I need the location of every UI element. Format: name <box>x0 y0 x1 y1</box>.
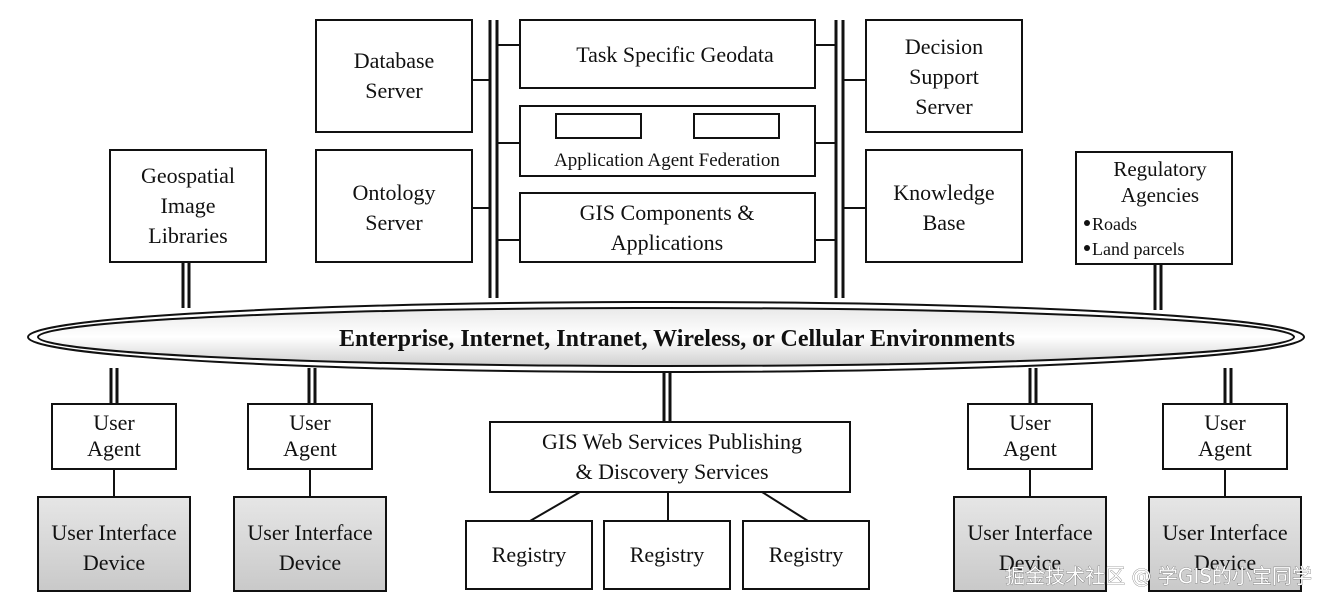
uid-label-1: User Interface <box>1162 520 1287 545</box>
decision-support-label-2: Support <box>909 64 979 89</box>
regulatory-label-1: Regulatory <box>1113 157 1207 181</box>
decision-support-label-1: Decision <box>905 34 983 59</box>
registry-label: Registry <box>630 542 705 567</box>
database-server-label-2: Server <box>365 78 423 103</box>
registry-connectors <box>529 491 809 522</box>
application-agent-federation-box: Application Agent Federation <box>519 105 816 177</box>
user-agent-box-4: User Agent <box>1162 403 1288 470</box>
application-agent-federation-label: Application Agent Federation <box>554 150 780 171</box>
user-agent-box-2: User Agent <box>247 403 373 470</box>
gis-components-label-2: Applications <box>611 230 723 255</box>
geospatial-label-1: Geospatial <box>141 163 235 188</box>
geospatial-label-3: Libraries <box>148 223 227 248</box>
decision-support-server-box: Decision Support Server <box>865 19 1023 133</box>
user-interface-device-box-3: User Interface Device <box>953 496 1107 592</box>
gis-web-services-label-1: GIS Web Services Publishing <box>542 429 802 454</box>
user-agent-label-2: Agent <box>1198 436 1252 461</box>
uid-label-2: Device <box>1194 550 1256 575</box>
agent-slot-2 <box>693 113 780 139</box>
bus-connectors <box>472 44 866 241</box>
geospatial-connector <box>181 262 191 308</box>
user-interface-device-box-2: User Interface Device <box>233 496 387 592</box>
registry-label: Registry <box>492 542 567 567</box>
ontology-server-box: Ontology Server <box>315 149 473 263</box>
knowledge-base-label-1: Knowledge <box>893 180 994 205</box>
user-agent-label-1: User <box>1009 410 1051 435</box>
user-agent-label-1: User <box>1204 410 1246 435</box>
geospatial-image-libraries-box: Geospatial Image Libraries <box>109 149 267 263</box>
user-agent-box-1: User Agent <box>51 403 177 470</box>
network-label: Enterprise, Internet, Intranet, Wireless… <box>339 326 1015 352</box>
ontology-server-label-2: Server <box>365 210 423 235</box>
right-bus <box>834 20 845 298</box>
database-server-box: Database Server <box>315 19 473 133</box>
lower-connectors <box>109 368 1233 422</box>
knowledge-base-box: Knowledge Base <box>865 149 1023 263</box>
user-agent-label-1: User <box>289 410 331 435</box>
geospatial-label-2: Image <box>161 193 216 218</box>
bullet-icon <box>1084 220 1090 226</box>
bullet-icon <box>1084 245 1090 251</box>
left-bus <box>488 20 499 298</box>
user-agent-label-1: User <box>93 410 135 435</box>
regulatory-agencies-box: Regulatory Agencies Roads Land parcels <box>1075 151 1233 265</box>
regulatory-connector <box>1153 264 1163 310</box>
user-agent-label-2: Agent <box>87 436 141 461</box>
registry-box-1: Registry <box>465 520 593 590</box>
uid-label-2: Device <box>83 550 145 575</box>
task-specific-geodata-label: Task Specific Geodata <box>576 42 774 67</box>
user-agent-label-2: Agent <box>283 436 337 461</box>
knowledge-base-label-2: Base <box>923 210 966 235</box>
user-interface-device-box-4: User Interface Device <box>1148 496 1302 592</box>
uid-label-1: User Interface <box>51 520 176 545</box>
user-interface-device-box-1: User Interface Device <box>37 496 191 592</box>
task-specific-geodata-box: Task Specific Geodata <box>519 19 816 89</box>
gis-web-services-box: GIS Web Services Publishing & Discovery … <box>489 421 851 493</box>
registry-label: Registry <box>769 542 844 567</box>
registry-box-3: Registry <box>742 520 870 590</box>
ontology-server-label-1: Ontology <box>352 180 435 205</box>
regulatory-item-roads: Roads <box>1092 214 1137 234</box>
user-agent-box-3: User Agent <box>967 403 1093 470</box>
uid-label-2: Device <box>279 550 341 575</box>
registry-box-2: Registry <box>603 520 731 590</box>
decision-support-label-3: Server <box>915 94 973 119</box>
gis-web-services-label-2: & Discovery Services <box>575 459 768 484</box>
regulatory-label-2: Agencies <box>1121 183 1199 207</box>
regulatory-item-land-parcels: Land parcels <box>1092 239 1184 259</box>
uid-label-1: User Interface <box>247 520 372 545</box>
user-agent-label-2: Agent <box>1003 436 1057 461</box>
watermark-text: 掘金技术社区 @ 学GIS的小宝同学 <box>1005 564 1312 588</box>
network-ellipse: Enterprise, Internet, Intranet, Wireless… <box>27 301 1305 373</box>
gis-components-label-1: GIS Components & <box>580 200 755 225</box>
gis-components-box: GIS Components & Applications <box>519 192 816 263</box>
uid-label-1: User Interface <box>967 520 1092 545</box>
database-server-label-1: Database <box>354 48 435 73</box>
agent-slot-1 <box>555 113 642 139</box>
uid-label-2: Device <box>999 550 1061 575</box>
